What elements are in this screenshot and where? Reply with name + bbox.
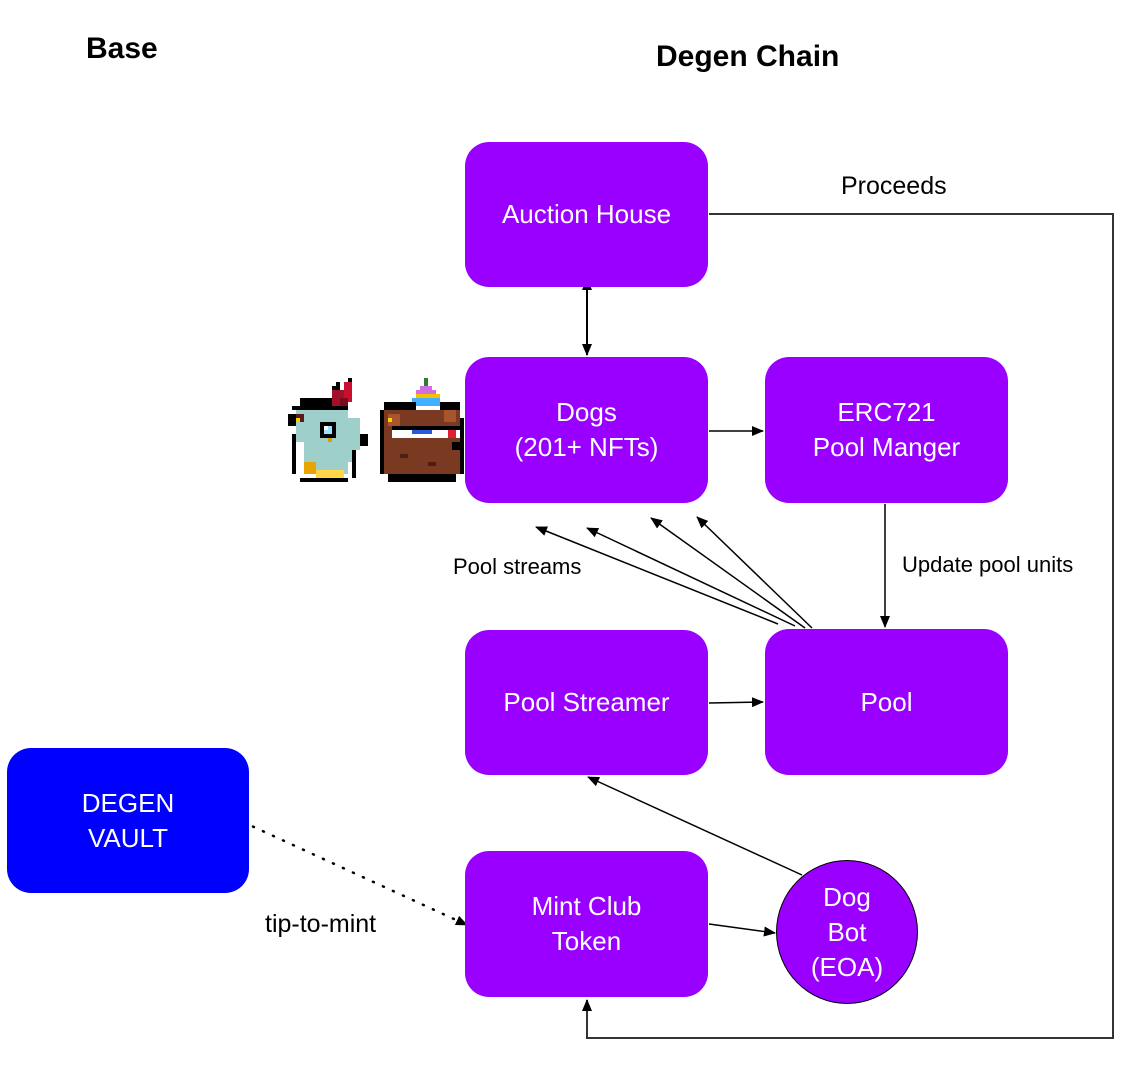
node-dog-bot[interactable]: Dog Bot (EOA) — [776, 860, 918, 1004]
edge-pool-stream-2 — [586, 527, 796, 627]
node-erc721-pool-manager[interactable]: ERC721 Pool Manger — [765, 357, 1008, 503]
degen-chain-heading: Degen Chain — [656, 40, 840, 73]
node-auction-house[interactable]: Auction House — [465, 142, 708, 287]
label-proceeds: Proceeds — [841, 172, 947, 200]
edge-pool-stream-4 — [696, 516, 813, 629]
dog-nft-image-2 — [380, 378, 464, 482]
node-mint-club-token[interactable]: Mint Club Token — [465, 851, 708, 997]
dog-nft-image-1 — [288, 378, 368, 482]
edge-streamer-pool — [708, 697, 764, 708]
label-pool-streams: Pool streams — [453, 554, 582, 579]
edge-pool-stream-3 — [650, 517, 806, 629]
edge-dogbot-streamer — [587, 776, 803, 876]
node-degen-vault[interactable]: DEGEN VAULT — [7, 748, 249, 893]
edge-proceeds-loop — [582, 213, 1114, 1039]
edge-pool-stream-1 — [535, 526, 779, 625]
node-pool-streamer[interactable]: Pool Streamer — [465, 630, 708, 775]
edge-mintclub-dogbot — [708, 923, 776, 937]
base-heading: Base — [86, 32, 158, 65]
label-update-pool-units: Update pool units — [902, 552, 1074, 577]
label-tip-to-mint: tip-to-mint — [265, 910, 377, 938]
node-pool[interactable]: Pool — [765, 629, 1008, 775]
node-dogs[interactable]: Dogs (201+ NFTs) — [465, 357, 708, 503]
